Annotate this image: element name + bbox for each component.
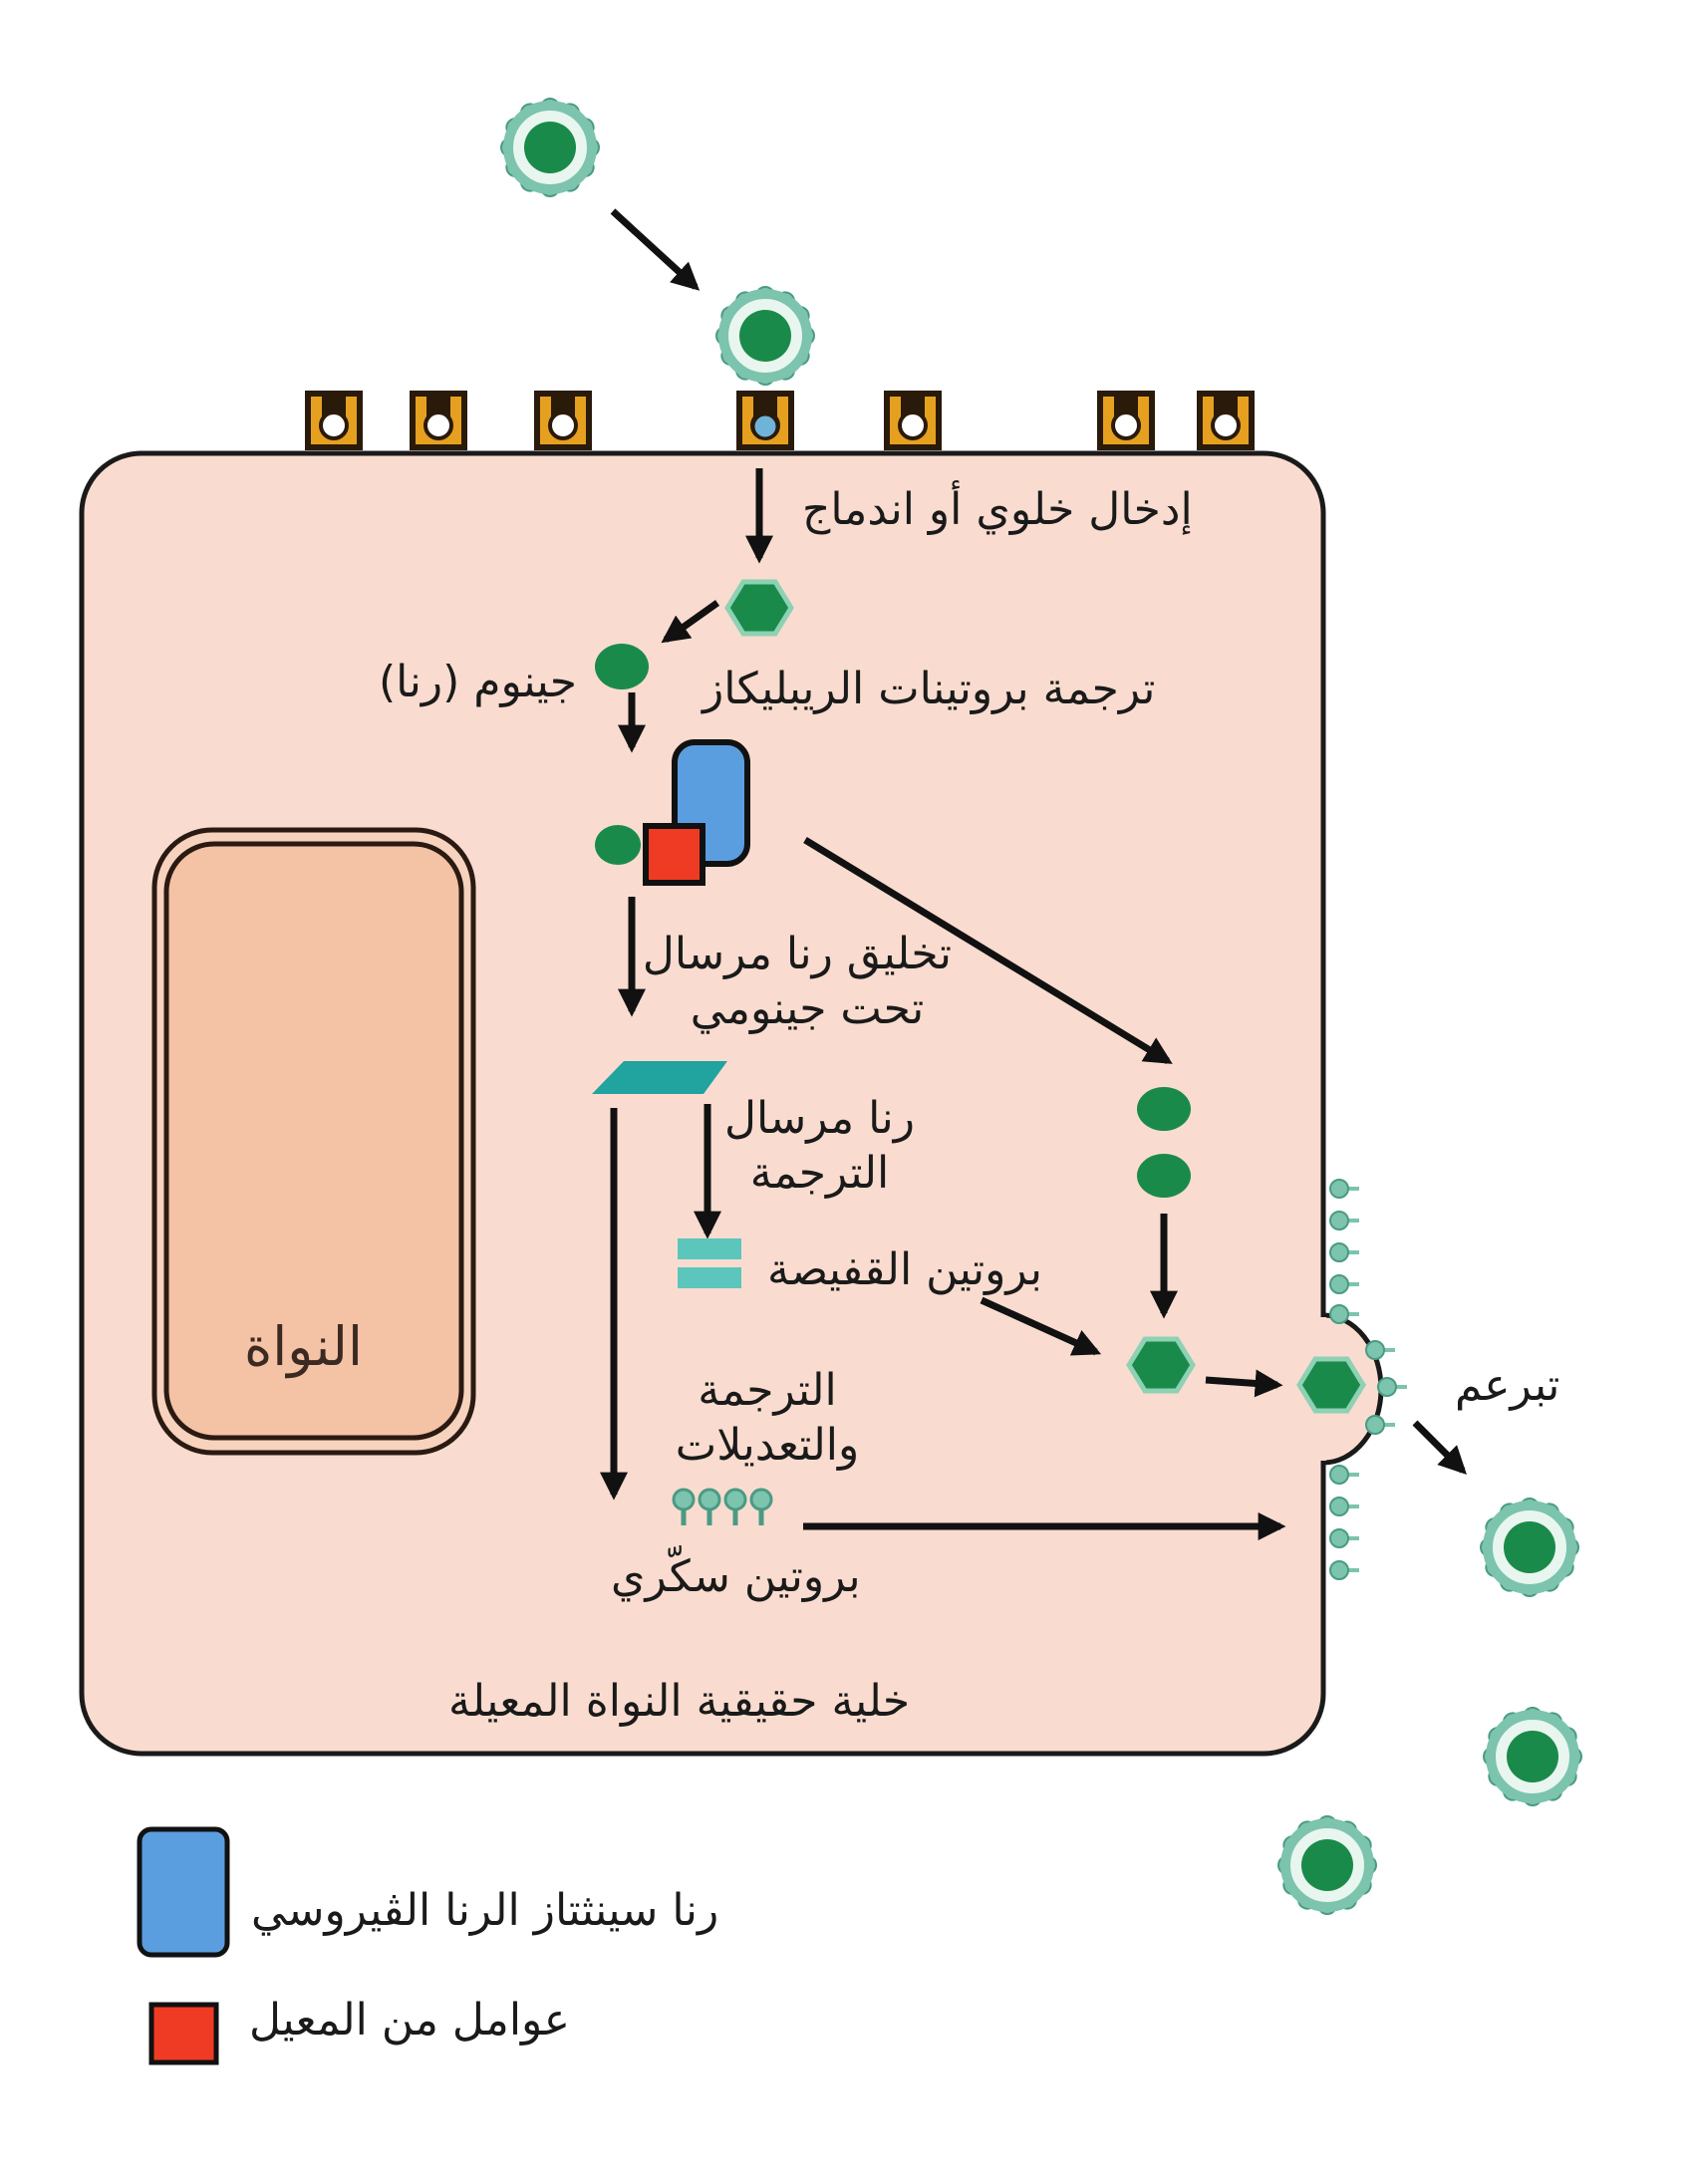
label-host-cell: خلية حقيقية النواة المعيلة [448, 1676, 911, 1727]
label-subgenomic: تخليق رنا مرسال تحت جينومي [642, 927, 952, 1036]
membrane-spikes-upper [1328, 1178, 1361, 1325]
label-translation-mod-line1: الترجمة [698, 1365, 837, 1416]
virion-binding [716, 287, 814, 385]
legend-polymerase-label: رنا سينثتاز الرنا الڤيروسي [251, 1885, 719, 1936]
label-genome-rna: جينوم (رنا) [379, 657, 577, 707]
virion-incoming [501, 99, 599, 196]
uncoated-capsid [727, 582, 791, 634]
nucleocapsid-budding [1299, 1359, 1363, 1411]
label-subgenomic-line2: تحت جينومي [690, 983, 925, 1034]
legend-host-factor-label: عوامل من المعيل [249, 1995, 571, 2046]
label-translation-mod-line2: والتعديلات [675, 1420, 860, 1471]
replication-rna [595, 825, 641, 865]
nucleocapsid-assembled [1129, 1339, 1193, 1391]
label-capsid-protein: بروتين القفيصة [767, 1244, 1042, 1295]
label-mrna: رنا مرسال الترجمة [722, 1091, 917, 1201]
legend-host-factor-swatch [148, 2002, 219, 2065]
label-entry: إدخال خلوي أو اندماج [802, 484, 1193, 535]
virion-bound-core [751, 412, 779, 440]
label-mrna-line2: الترجمة [749, 1148, 890, 1199]
new-genome-1 [1137, 1087, 1191, 1131]
membrane-spikes-lower [1328, 1464, 1361, 1581]
label-mrna-line1: رنا مرسال [724, 1093, 915, 1144]
host-factor [643, 823, 705, 886]
virion-released-3 [1278, 1816, 1376, 1914]
legend-polymerase-swatch [137, 1826, 230, 1958]
virion-released-1 [1481, 1499, 1578, 1596]
label-translation-replicase: ترجمة بروتينات الريبليكاز [703, 664, 1156, 714]
capsid-protein-icon [678, 1238, 741, 1288]
label-translation-mod: الترجمة والتعديلات [668, 1363, 867, 1473]
virion-released-2 [1484, 1708, 1581, 1805]
subgenomic-mrna [592, 1061, 727, 1094]
genome-rna [595, 644, 649, 689]
label-glycoprotein: بروتين سكّري [611, 1551, 861, 1602]
cell-receptors [308, 394, 1252, 447]
nucleus-inner [163, 841, 464, 1441]
label-subgenomic-line1: تخليق رنا مرسال [642, 929, 952, 979]
new-genome-2 [1137, 1154, 1191, 1198]
label-budding: تبرعم [1455, 1360, 1560, 1411]
label-nucleus: النواة [244, 1315, 363, 1378]
arrows [600, 208, 1467, 1540]
